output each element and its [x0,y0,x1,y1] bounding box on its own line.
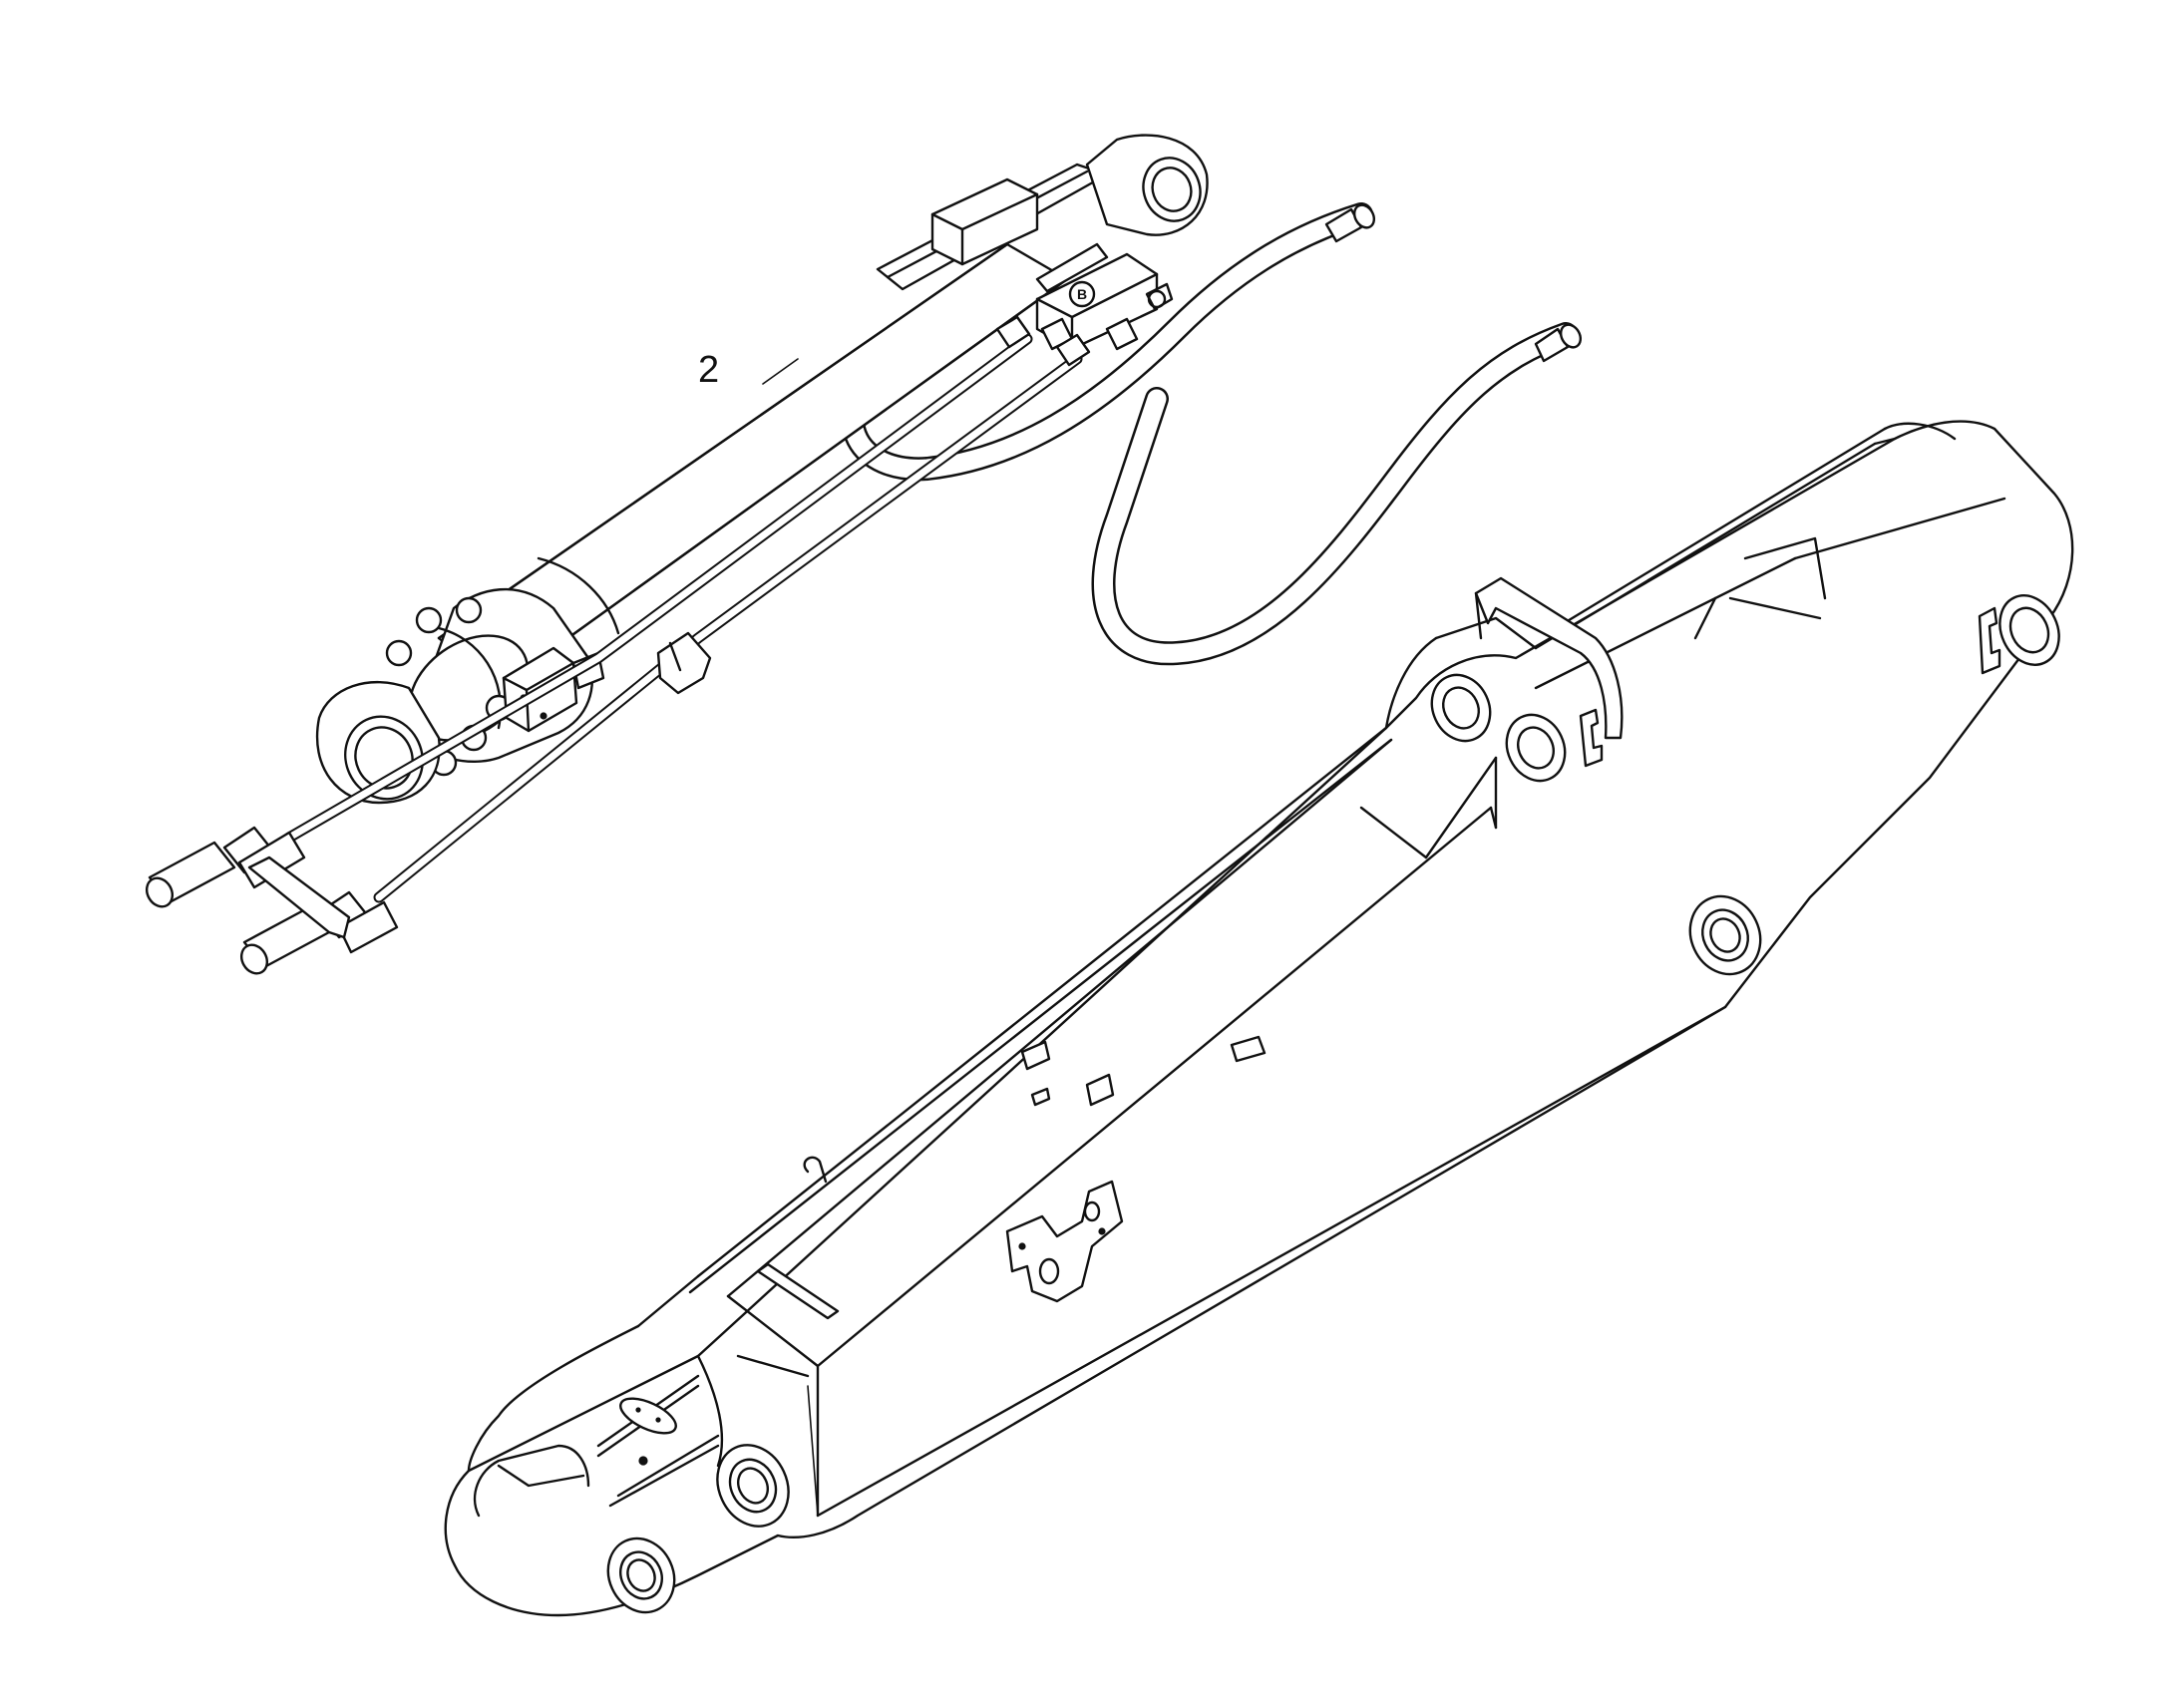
wear-strip [756,1262,840,1320]
arm-cylinder-bracket-boss [1430,673,1567,783]
boom-foot-pin-boss [606,1537,676,1614]
mounting-plate [1005,1180,1124,1303]
cover-plate [619,1397,677,1435]
boom-mid-pin-boss [1688,894,1762,976]
hydraulic-hose-right [1091,322,1578,666]
hose-fitting-left [1324,203,1376,243]
port-b-label: B [1077,286,1087,302]
bracket-c-mid [1579,708,1604,768]
boom-head-pin-boss [1998,594,2060,666]
port-b-marking: B [1068,280,1096,308]
tube-support-bracket [247,855,351,939]
clamp-block-3 [1230,1035,1267,1063]
clamp-block-1 [1020,1040,1051,1071]
callout-2: 2 [698,349,799,391]
clamp-block-2 [1085,1073,1115,1107]
callout-2-label: 2 [698,349,719,391]
tube-clamp-upper [995,315,1091,367]
hydraulic-hose-left [841,202,1373,482]
rod-eye [1085,134,1209,236]
grease-fitting [638,1456,648,1466]
hose-guard-bracket [1474,576,1624,740]
rigid-tube-lower [373,353,1083,903]
hook-clip [803,1156,828,1184]
rigid-tube-upper [283,333,1033,844]
hose-fitting-right [1534,323,1583,363]
small-clip [1030,1087,1051,1107]
boom-arm [444,420,2074,1617]
bracket-c-head [1978,606,2001,675]
tube-clamp [656,631,712,695]
boom-cylinder-pin-boss [716,1444,790,1528]
